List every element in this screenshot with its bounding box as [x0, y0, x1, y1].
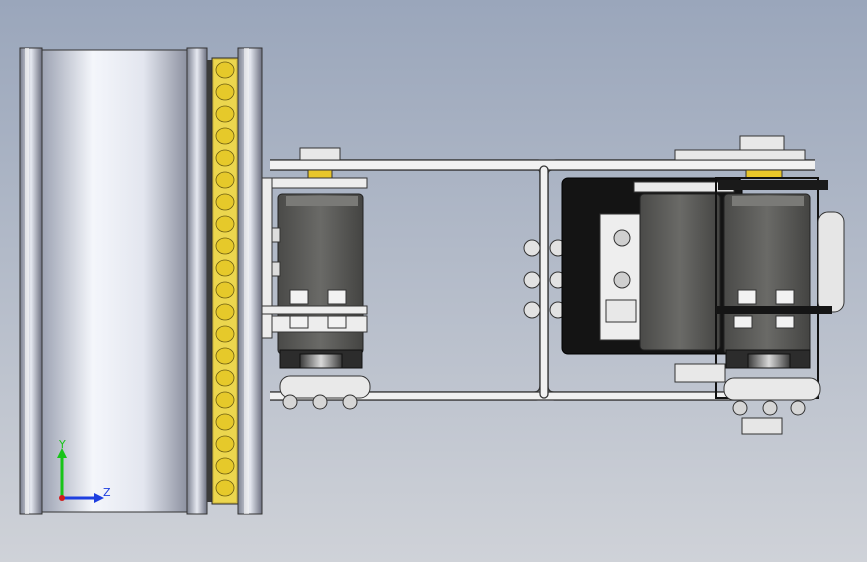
y-axis-label: Y — [58, 438, 66, 451]
servo-left[interactable] — [261, 147, 371, 410]
servo-middle-body — [639, 193, 721, 351]
servo-right[interactable] — [674, 135, 845, 435]
caster-left — [279, 375, 371, 410]
bearing-ball — [215, 325, 235, 343]
frame-top-rail — [270, 160, 815, 170]
servo-middle[interactable] — [599, 193, 721, 351]
bearing-ball — [215, 215, 235, 233]
bearing-ball — [215, 435, 235, 453]
wheel-rim-right — [186, 47, 208, 515]
wheel-drum — [41, 49, 188, 513]
bearing-ball — [215, 457, 235, 475]
bearing-ball — [215, 259, 235, 277]
bearing-ball — [215, 303, 235, 321]
wheel-rim-outer — [237, 47, 263, 515]
bearing-ball — [215, 127, 235, 145]
bearing-ball — [215, 193, 235, 211]
bearing-ball — [215, 281, 235, 299]
caster-right — [723, 377, 821, 435]
axis-triad: Y Z — [57, 438, 111, 503]
bearing-ball — [215, 391, 235, 409]
triad-origin — [59, 495, 65, 501]
bearing-ball — [215, 369, 235, 387]
servo-right-body — [723, 193, 811, 355]
bearing-ball — [215, 237, 235, 255]
servo-right-screws — [733, 289, 795, 329]
bearing-ball — [215, 105, 235, 123]
bearing-ball — [215, 171, 235, 189]
bearing-band — [211, 57, 239, 505]
bearing-ball — [215, 347, 235, 365]
bearing-ball — [215, 61, 235, 79]
frame-bottom-rail — [270, 392, 740, 400]
bearing-ball — [215, 413, 235, 431]
servo-left-screws — [289, 289, 347, 329]
bearing-ball — [215, 149, 235, 167]
z-axis-label: Z — [103, 486, 111, 499]
wheel-rim-left — [19, 47, 43, 515]
bearing-ball — [215, 83, 235, 101]
bearing-ball — [215, 479, 235, 497]
wheel-assembly[interactable] — [19, 47, 263, 515]
